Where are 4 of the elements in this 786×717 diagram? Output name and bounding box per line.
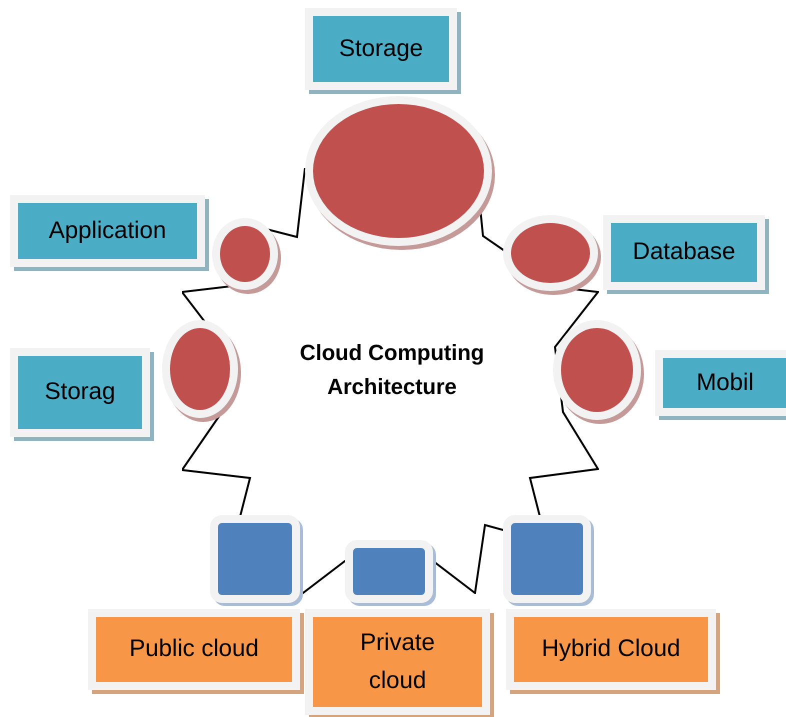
rounded-square [210,515,300,603]
center-title: Cloud Computing Architecture [298,339,486,402]
rounded-square [503,515,591,603]
rounded-square [345,540,433,603]
